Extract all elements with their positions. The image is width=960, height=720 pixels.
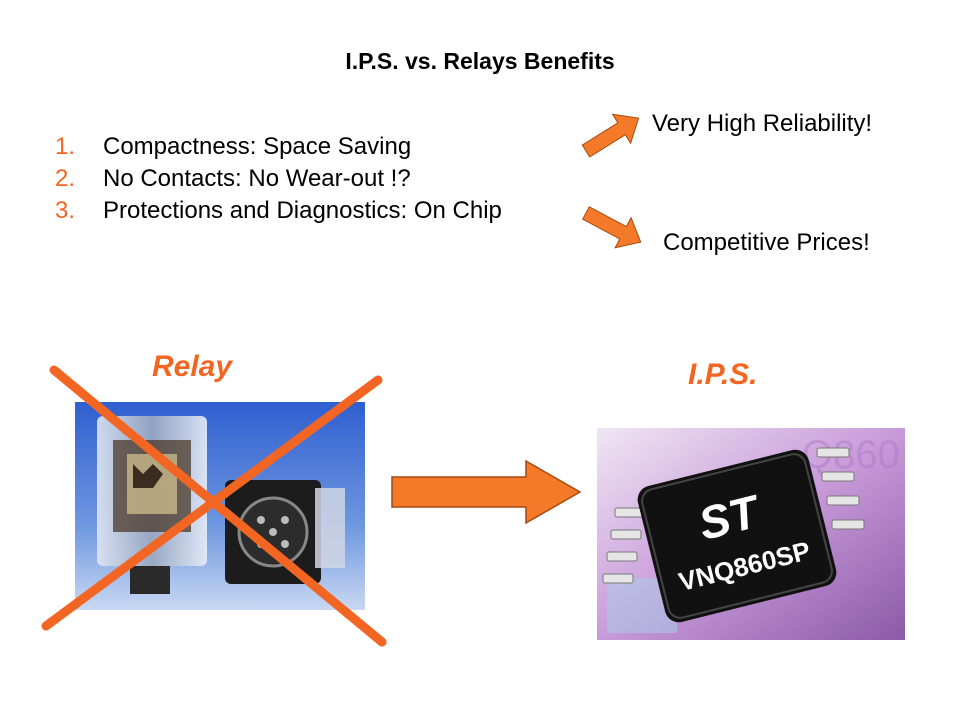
benefit-item: 1. Compactness: Space Saving — [55, 131, 502, 163]
benefit-number: 3. — [55, 197, 76, 224]
benefit-number: 2. — [55, 165, 76, 192]
benefit-number: 1. — [55, 133, 76, 160]
arrow-down-right-icon — [582, 206, 642, 249]
slide-title: I.P.S. vs. Relays Benefits — [345, 48, 615, 74]
benefit-item: 3. Protections and Diagnostics: On Chip — [55, 195, 502, 227]
chip-photo: Q860 ST VNQ860SP — [597, 428, 905, 640]
result-prices: Competitive Prices! — [663, 229, 870, 256]
benefits-list: 1. Compactness: Space Saving 2. No Conta… — [55, 131, 502, 227]
ips-label: I.P.S. — [688, 358, 758, 391]
relay-label: Relay — [152, 350, 233, 383]
benefit-text: No Contacts: No Wear-out !? — [103, 165, 411, 192]
benefit-text: Compactness: Space Saving — [103, 133, 412, 160]
arrow-right-icon — [391, 459, 582, 525]
cross-out-mark-icon — [41, 365, 387, 647]
arrow-up-right-icon — [581, 113, 640, 158]
benefit-item: 2. No Contacts: No Wear-out !? — [55, 163, 502, 195]
result-reliability: Very High Reliability! — [652, 110, 873, 137]
benefit-text: Protections and Diagnostics: On Chip — [103, 197, 502, 224]
